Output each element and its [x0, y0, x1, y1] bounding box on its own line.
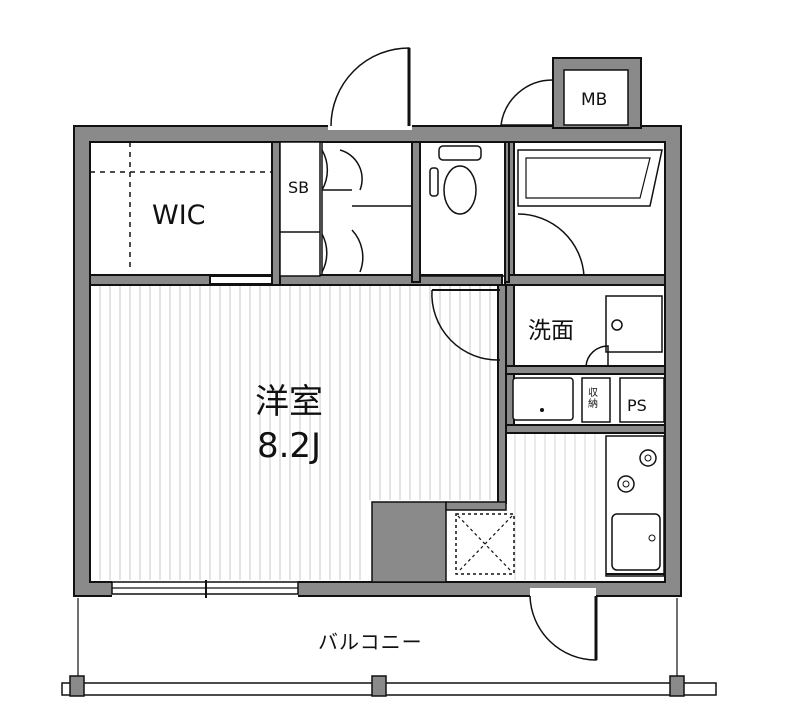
laundry-sink — [512, 377, 574, 421]
sb-door-swing-2 — [321, 233, 328, 273]
balcony-label: バルコニー — [318, 630, 423, 654]
structural-column — [371, 501, 447, 583]
ps-label: PS — [627, 396, 647, 415]
main-room-floor — [99, 286, 491, 580]
ps-box — [619, 377, 665, 423]
washroom-label: 洗面 — [528, 318, 574, 344]
sb-label: SB — [288, 178, 310, 197]
wic-shelf-lines — [90, 142, 272, 272]
burner-2 — [617, 475, 635, 493]
storage-label: 収納 — [588, 388, 598, 410]
storage-box — [581, 377, 611, 423]
wic-label: WIC — [152, 200, 206, 231]
balcony-railing — [61, 682, 717, 696]
shoe-box — [279, 141, 321, 277]
mb-door-swing — [500, 79, 554, 126]
kitchen-floor — [514, 432, 596, 580]
bath-door-swing — [517, 213, 585, 277]
sb-door-swing-1 — [321, 149, 352, 191]
washroom-door-swing — [431, 289, 501, 361]
entrance-door-swing — [330, 47, 410, 127]
main-room-size: 8.2J — [256, 426, 322, 466]
kitchen-sink — [611, 513, 661, 571]
main-room-name: 洋室 — [255, 382, 323, 422]
kitchen-door-swing — [529, 595, 597, 661]
main-room-label: 洋室 8.2J — [244, 380, 334, 468]
toilet-bowl — [443, 165, 477, 215]
mb-label: MB — [581, 90, 608, 110]
outer-wall — [73, 125, 682, 597]
interior-walls — [89, 141, 666, 504]
burner-1 — [639, 449, 657, 467]
toilet-tank — [438, 145, 482, 161]
bathtub — [517, 149, 663, 207]
